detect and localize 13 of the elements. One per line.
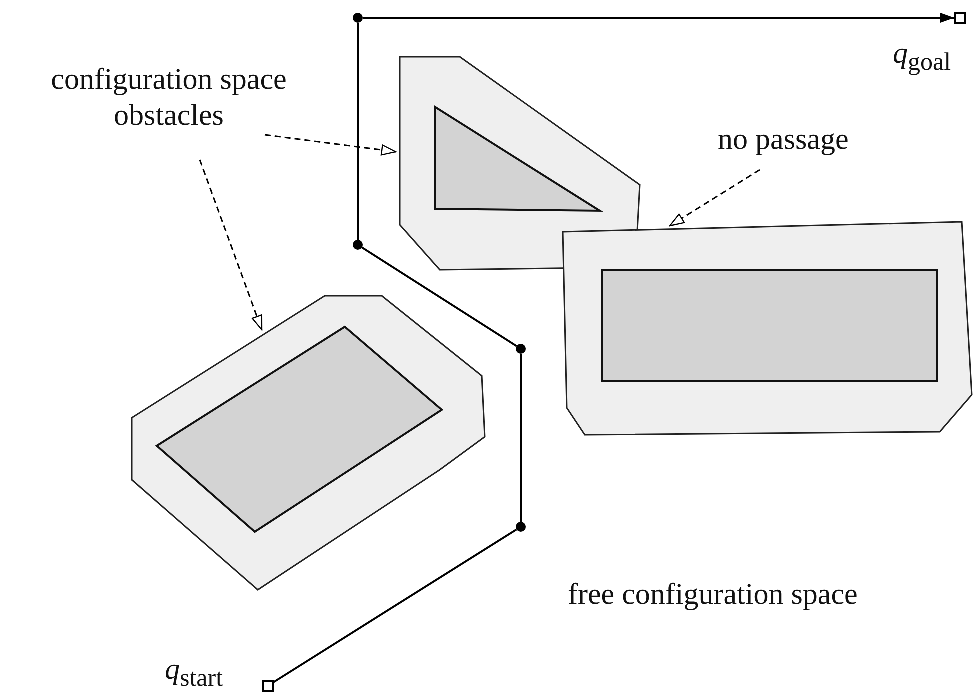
path-segment [357,23,359,240]
annotation-text: configuration space obstacles [50,62,288,134]
leader-arrow [264,134,397,156]
point-label: q$_{start}$ [165,652,224,694]
region-label: free configuration space [568,578,858,612]
leader-arrow [199,160,263,331]
leader-arrow [669,169,760,227]
path-segment [272,528,518,684]
path-segment [362,246,518,348]
point-label: q$_{goal}$ [893,36,952,78]
path-segment [363,13,954,23]
path-segment [520,354,522,522]
annotation-text: no passage [718,122,849,158]
